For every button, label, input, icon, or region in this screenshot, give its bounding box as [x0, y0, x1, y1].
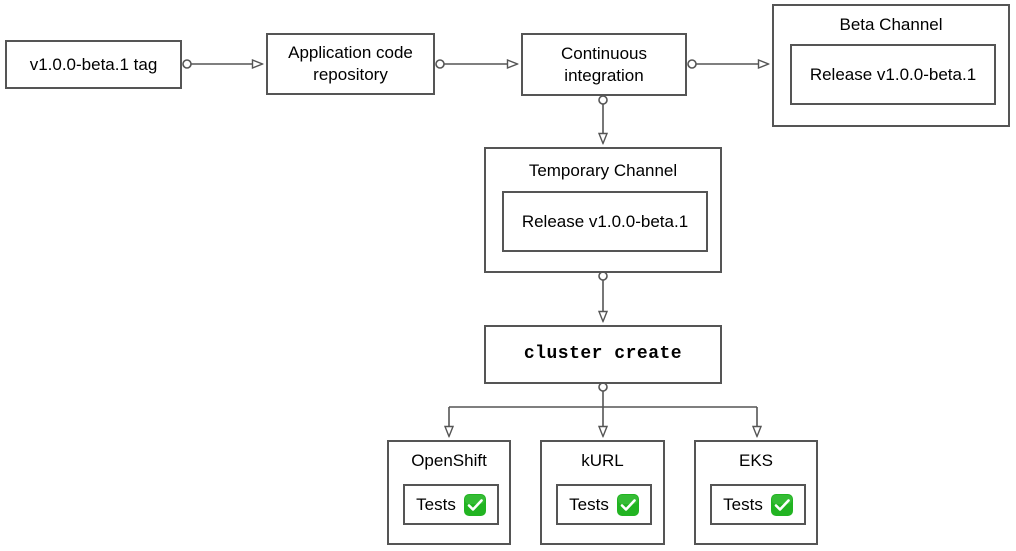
beta-channel-release-label: Release v1.0.0-beta.1 [809, 64, 977, 84]
openshift-tests-label: Tests [416, 494, 456, 514]
node-continuous-integration-label: Continuous integration [560, 43, 647, 85]
temporary-channel-release-label: Release v1.0.0-beta.1 [521, 211, 689, 231]
group-beta-channel[interactable]: Beta Channel Release v1.0.0-beta.1 [772, 4, 1010, 127]
kurl-tests-label: Tests [569, 494, 609, 514]
group-eks-title: EKS [738, 451, 774, 470]
check-mark-icon [616, 493, 639, 516]
node-cluster-create[interactable]: cluster create [484, 325, 722, 384]
eks-tests-label: Tests [723, 494, 763, 514]
group-openshift[interactable]: OpenShift Tests [387, 440, 511, 545]
group-eks[interactable]: EKS Tests [694, 440, 818, 545]
group-openshift-title: OpenShift [411, 451, 487, 470]
eks-tests-box[interactable]: Tests [710, 484, 806, 525]
node-application-code-repository-label: Application code repository [288, 43, 413, 84]
edge-ci-to-temporary-channel [599, 95, 607, 143]
edge-temporary-channel-to-cluster-create [599, 271, 607, 321]
temporary-channel-release-box[interactable]: Release v1.0.0-beta.1 [502, 191, 708, 252]
check-mark-icon [463, 493, 486, 516]
openshift-tests-box[interactable]: Tests [403, 484, 499, 525]
group-kurl-title: kURL [581, 451, 624, 470]
group-kurl[interactable]: kURL Tests [540, 440, 665, 545]
kurl-tests-box[interactable]: Tests [556, 484, 652, 525]
group-beta-channel-title: Beta Channel [839, 15, 943, 34]
node-cluster-create-label: cluster create [523, 343, 683, 364]
node-tag[interactable]: v1.0.0-beta.1 tag [5, 40, 182, 89]
node-tag-label: v1.0.0-beta.1 tag [29, 54, 158, 74]
node-application-code-repository[interactable]: Application code repository [266, 33, 435, 95]
check-mark-icon [770, 493, 793, 516]
group-temporary-channel[interactable]: Temporary Channel Release v1.0.0-beta.1 [484, 147, 722, 273]
edge-tag-to-repo [182, 60, 262, 68]
node-continuous-integration[interactable]: Continuous integration [521, 33, 687, 96]
group-temporary-channel-title: Temporary Channel [528, 161, 678, 180]
edge-ci-to-beta-channel [687, 60, 768, 68]
edge-repo-to-ci [435, 60, 517, 68]
edge-cluster-create-to-targets [449, 382, 757, 436]
beta-channel-release-box[interactable]: Release v1.0.0-beta.1 [790, 44, 996, 105]
